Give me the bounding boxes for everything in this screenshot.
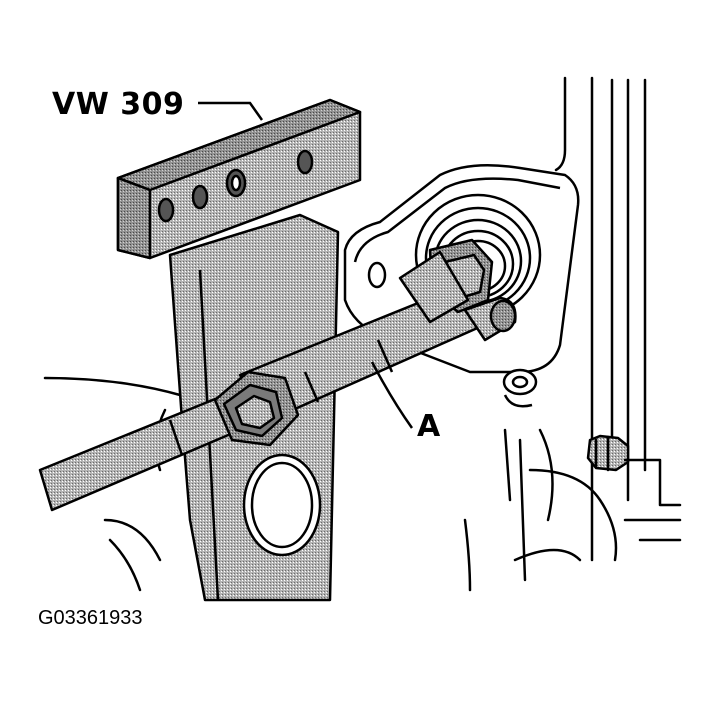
- figure-id-caption: G03361933: [38, 607, 143, 629]
- tool-callout-label: VW 309: [52, 87, 185, 122]
- part-callout-label: A: [417, 409, 441, 444]
- part-leader-line: [370, 361, 414, 429]
- box-wrench-a: [38, 238, 517, 512]
- tool-leader-line: [198, 101, 264, 121]
- engine-housing: [463, 76, 682, 592]
